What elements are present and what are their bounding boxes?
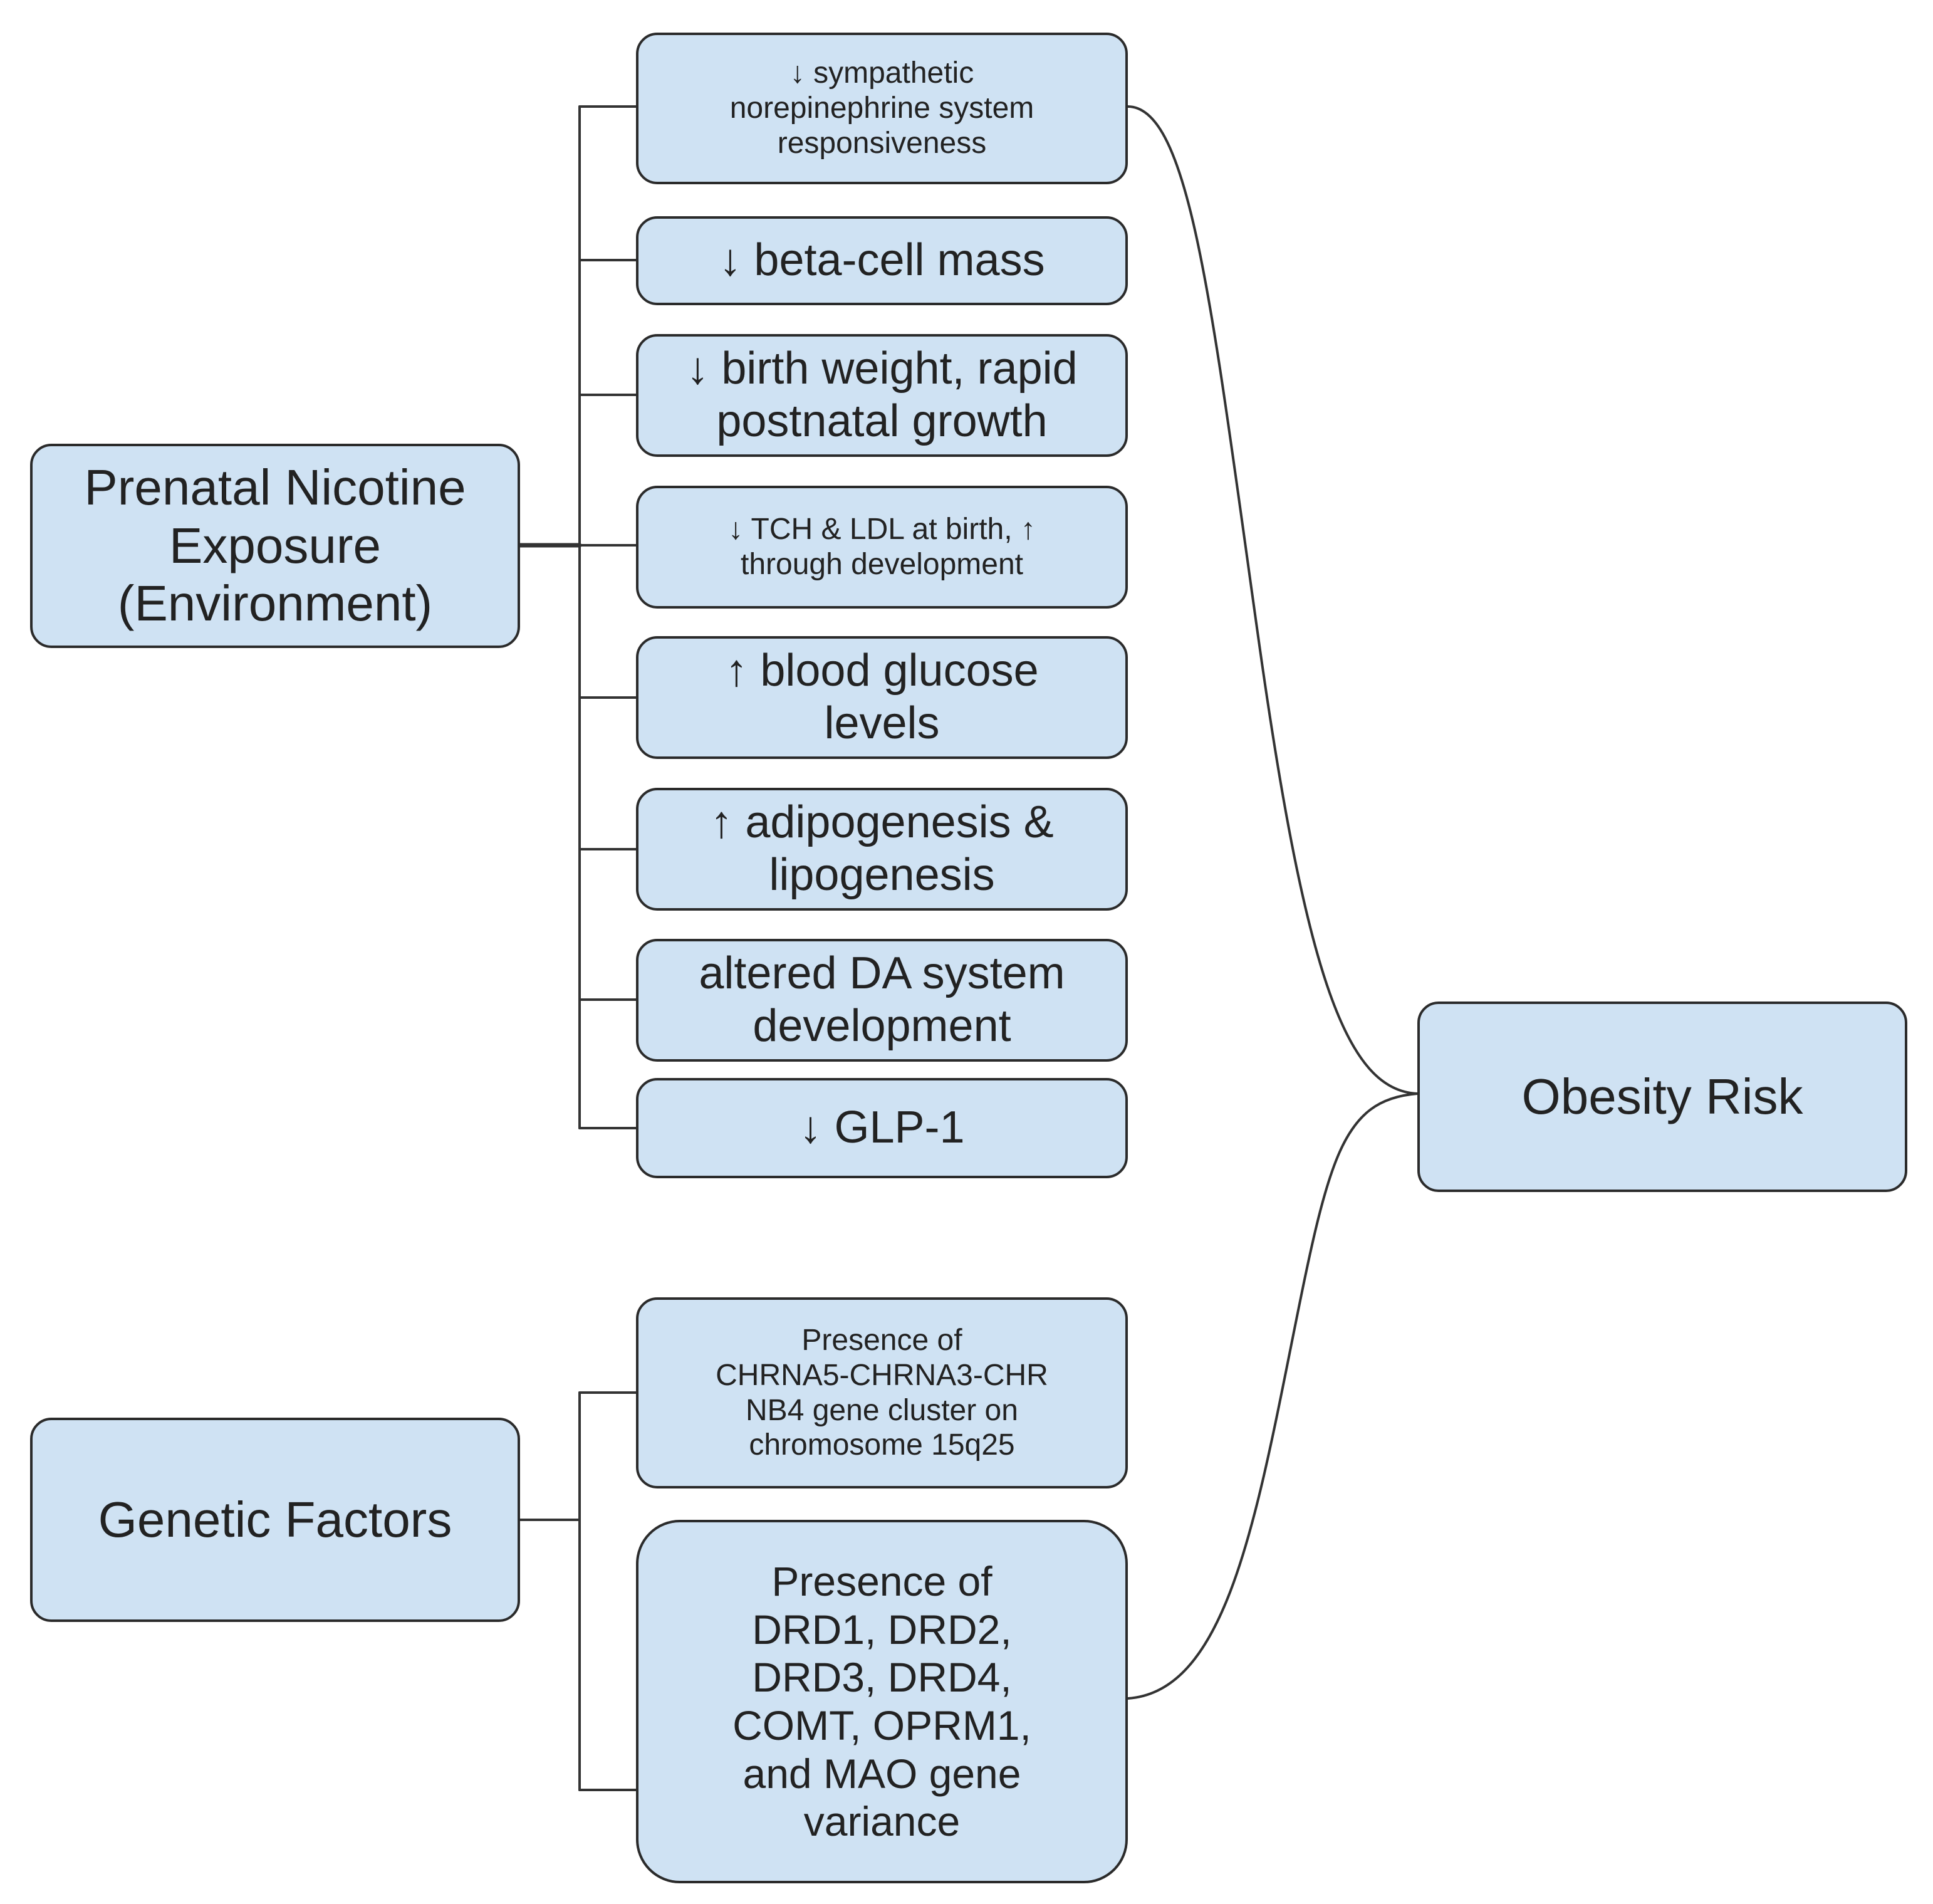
node-chrna-gene-cluster: Presence of CHRNA5-CHRNA3-CHR NB4 gene c…	[636, 1297, 1128, 1488]
node-label: ↓ birth weight, rapid postnatal growth	[686, 343, 1078, 446]
node-blood-glucose: ↑ blood glucose levels	[636, 636, 1128, 759]
node-label: ↓ beta-cell mass	[719, 235, 1045, 286]
node-beta-cell-mass: ↓ beta-cell mass	[636, 216, 1128, 305]
node-prenatal-nicotine-exposure: Prenatal Nicotine Exposure (Environment)	[30, 444, 520, 648]
node-label: altered DA system development	[699, 948, 1065, 1051]
node-dopamine-gene-variance: Presence of DRD1, DRD2, DRD3, DRD4, COMT…	[636, 1520, 1128, 1883]
node-glp-1: ↓ GLP-1	[636, 1078, 1128, 1178]
curve-gen-to-obesity	[1127, 1092, 1419, 1700]
node-obesity-risk: Obesity Risk	[1417, 1002, 1907, 1192]
node-label: ↓ GLP-1	[799, 1102, 965, 1153]
curve-env-to-obesity	[1127, 105, 1419, 1095]
node-label: Presence of CHRNA5-CHRNA3-CHR NB4 gene c…	[716, 1324, 1048, 1462]
node-label: ↑ adipogenesis & lipogenesis	[710, 797, 1054, 900]
node-adipogenesis-lipogenesis: ↑ adipogenesis & lipogenesis	[636, 788, 1128, 911]
node-label: Presence of DRD1, DRD2, DRD3, DRD4, COMT…	[732, 1558, 1031, 1845]
node-label: ↑ blood glucose levels	[725, 646, 1039, 748]
node-tch-ldl: ↓ TCH & LDL at birth, ↑ through developm…	[636, 486, 1128, 609]
node-label: Prenatal Nicotine Exposure (Environment)	[84, 459, 466, 632]
node-label: ↓ TCH & LDL at birth, ↑ through developm…	[728, 513, 1036, 581]
node-genetic-factors: Genetic Factors	[30, 1418, 520, 1622]
node-label: Genetic Factors	[98, 1491, 452, 1547]
node-label: ↓ sympathetic norepinephrine system resp…	[729, 56, 1034, 160]
node-birth-weight: ↓ birth weight, rapid postnatal growth	[636, 334, 1128, 457]
node-sympathetic-norepinephrine: ↓ sympathetic norepinephrine system resp…	[636, 33, 1128, 184]
node-label: Obesity Risk	[1521, 1068, 1803, 1124]
node-da-system-development: altered DA system development	[636, 939, 1128, 1062]
